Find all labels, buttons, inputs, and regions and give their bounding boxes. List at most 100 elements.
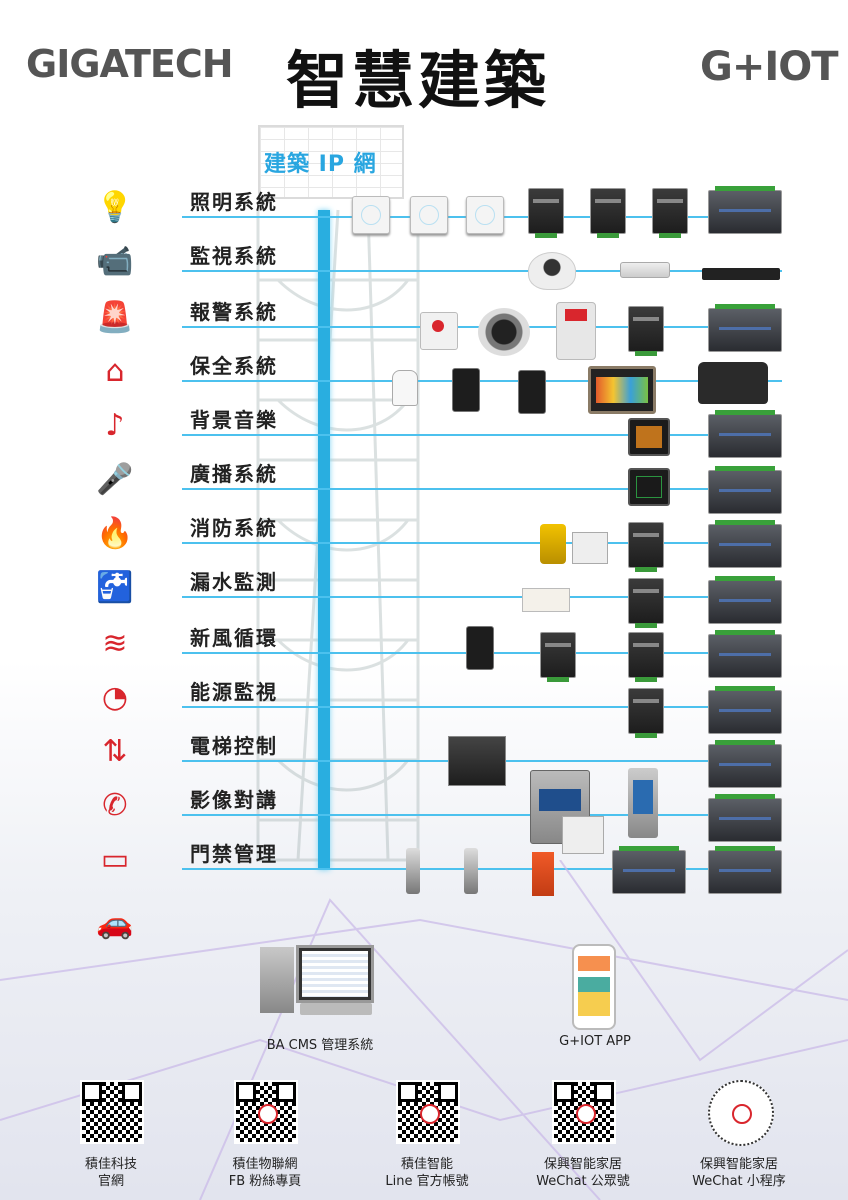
gigatech-logo: GIGATECH [26,42,234,86]
qr-caption-line1: 保興智能家居 [699,1157,778,1172]
controller-module [628,632,664,682]
video-intercom [530,770,590,844]
giot-logo: G+IOT [700,44,839,90]
access-card-icon: ▭ [100,841,130,877]
fire-icon: 🔥 [96,515,134,551]
main-controller-server [708,410,782,458]
lightbulb-icon: 💡 [96,189,134,225]
network-link-line [182,814,782,816]
pc-monitor [296,945,374,1003]
qr-caption-line2: FB 粉絲專頁 [228,1174,302,1189]
main-controller-server [708,304,782,352]
main-controller-server [708,740,782,788]
system-label: 影像對講 [190,788,278,812]
network-link-line [182,380,782,382]
page-title: 智慧建築 [286,44,551,117]
qr-caption-line2: WeChat 公眾號 [536,1174,630,1189]
qr-caption-line1: 保興智能家居 [543,1157,622,1172]
qr-code[interactable] [80,1080,144,1144]
home-shield-icon: ⌂ [105,353,125,389]
fisheye-camera [478,308,530,356]
fire-sensor [572,532,608,564]
fire-valve [540,524,566,564]
air-sensor [466,626,494,670]
lighting-panel [352,196,390,234]
network-label: 建築 IP 網 [264,152,377,177]
qr-code[interactable] [396,1080,460,1144]
system-label: 能源監視 [190,680,278,704]
dome-camera [528,252,576,290]
main-controller-server [708,794,782,842]
pir-sensor [392,370,418,406]
controller-module [652,188,688,238]
broadcast-panel [628,468,670,506]
main-controller-server [708,576,782,624]
controller-module [590,188,626,238]
app-label: G+IOT APP [559,1034,631,1049]
qr-caption: 保興智能家居 WeChat 小程序 [674,1156,804,1190]
system-label: 漏水監測 [190,570,278,594]
bullet-camera [620,262,670,278]
parking-barrier [532,852,554,896]
system-label: 門禁管理 [190,842,278,866]
qr-caption-line2: WeChat 小程序 [692,1174,786,1189]
access-controller [612,846,686,894]
qr-caption: 積佳科技官網 [46,1156,176,1190]
main-controller-server [708,520,782,568]
controller-module [628,578,664,628]
controller-module [628,688,664,738]
ip-network-backbone [318,210,330,870]
wind-icon: ≋ [102,625,128,661]
qr-caption-line2: Line 官方帳號 [385,1174,469,1189]
main-controller-server [708,846,782,894]
main-controller-server [708,686,782,734]
qr-code[interactable] [708,1080,774,1146]
main-controller-server [708,466,782,514]
qr-code[interactable] [552,1080,616,1144]
network-link-line [182,270,782,272]
app-phone [572,944,616,1030]
qr-logo [420,1104,440,1124]
system-label: 背景音樂 [190,408,278,432]
network-link-line [182,596,782,598]
elevator-controller [448,736,506,786]
phone-icon: ✆ [102,787,128,823]
controller-module [540,632,576,682]
qr-caption: 保興智能家居 WeChat 公眾號 [518,1156,648,1190]
qr-code[interactable] [234,1080,298,1144]
cctv-camera-icon: 📹 [96,243,134,279]
system-label: 保全系統 [190,354,278,378]
desk-phone [698,362,768,404]
system-label: 消防系統 [190,516,278,540]
network-link-line [182,868,782,870]
alarm-siren-device [556,302,596,360]
qr-logo [576,1104,596,1124]
microphone-icon: 🎤 [96,461,134,497]
main-controller-server [708,630,782,678]
qr-logo [258,1104,278,1124]
building-top-wall [258,125,404,199]
nvr-recorder [702,268,780,280]
controller-module [628,522,664,572]
lighting-panel [410,196,448,234]
cms-computer [260,945,380,1025]
system-label: 監視系統 [190,244,278,268]
main-controller-server [708,186,782,234]
emergency-button [420,312,458,350]
door-panel [628,768,658,838]
keypad [562,816,604,854]
elevator-icon: ⇅ [102,733,128,769]
pc-tower [260,947,294,1013]
music-note-icon: ♪ [105,407,125,443]
qr-caption-line1: 積佳科技 [84,1157,137,1172]
network-link-line [182,488,782,490]
parking-barrier-car-icon: 🚗 [96,905,134,941]
leak-sensor [522,588,570,612]
qr-logo [732,1104,752,1124]
network-link-line [182,706,782,708]
pc-keyboard [300,1003,372,1015]
control-tablet [588,366,656,414]
door-station [518,370,546,414]
